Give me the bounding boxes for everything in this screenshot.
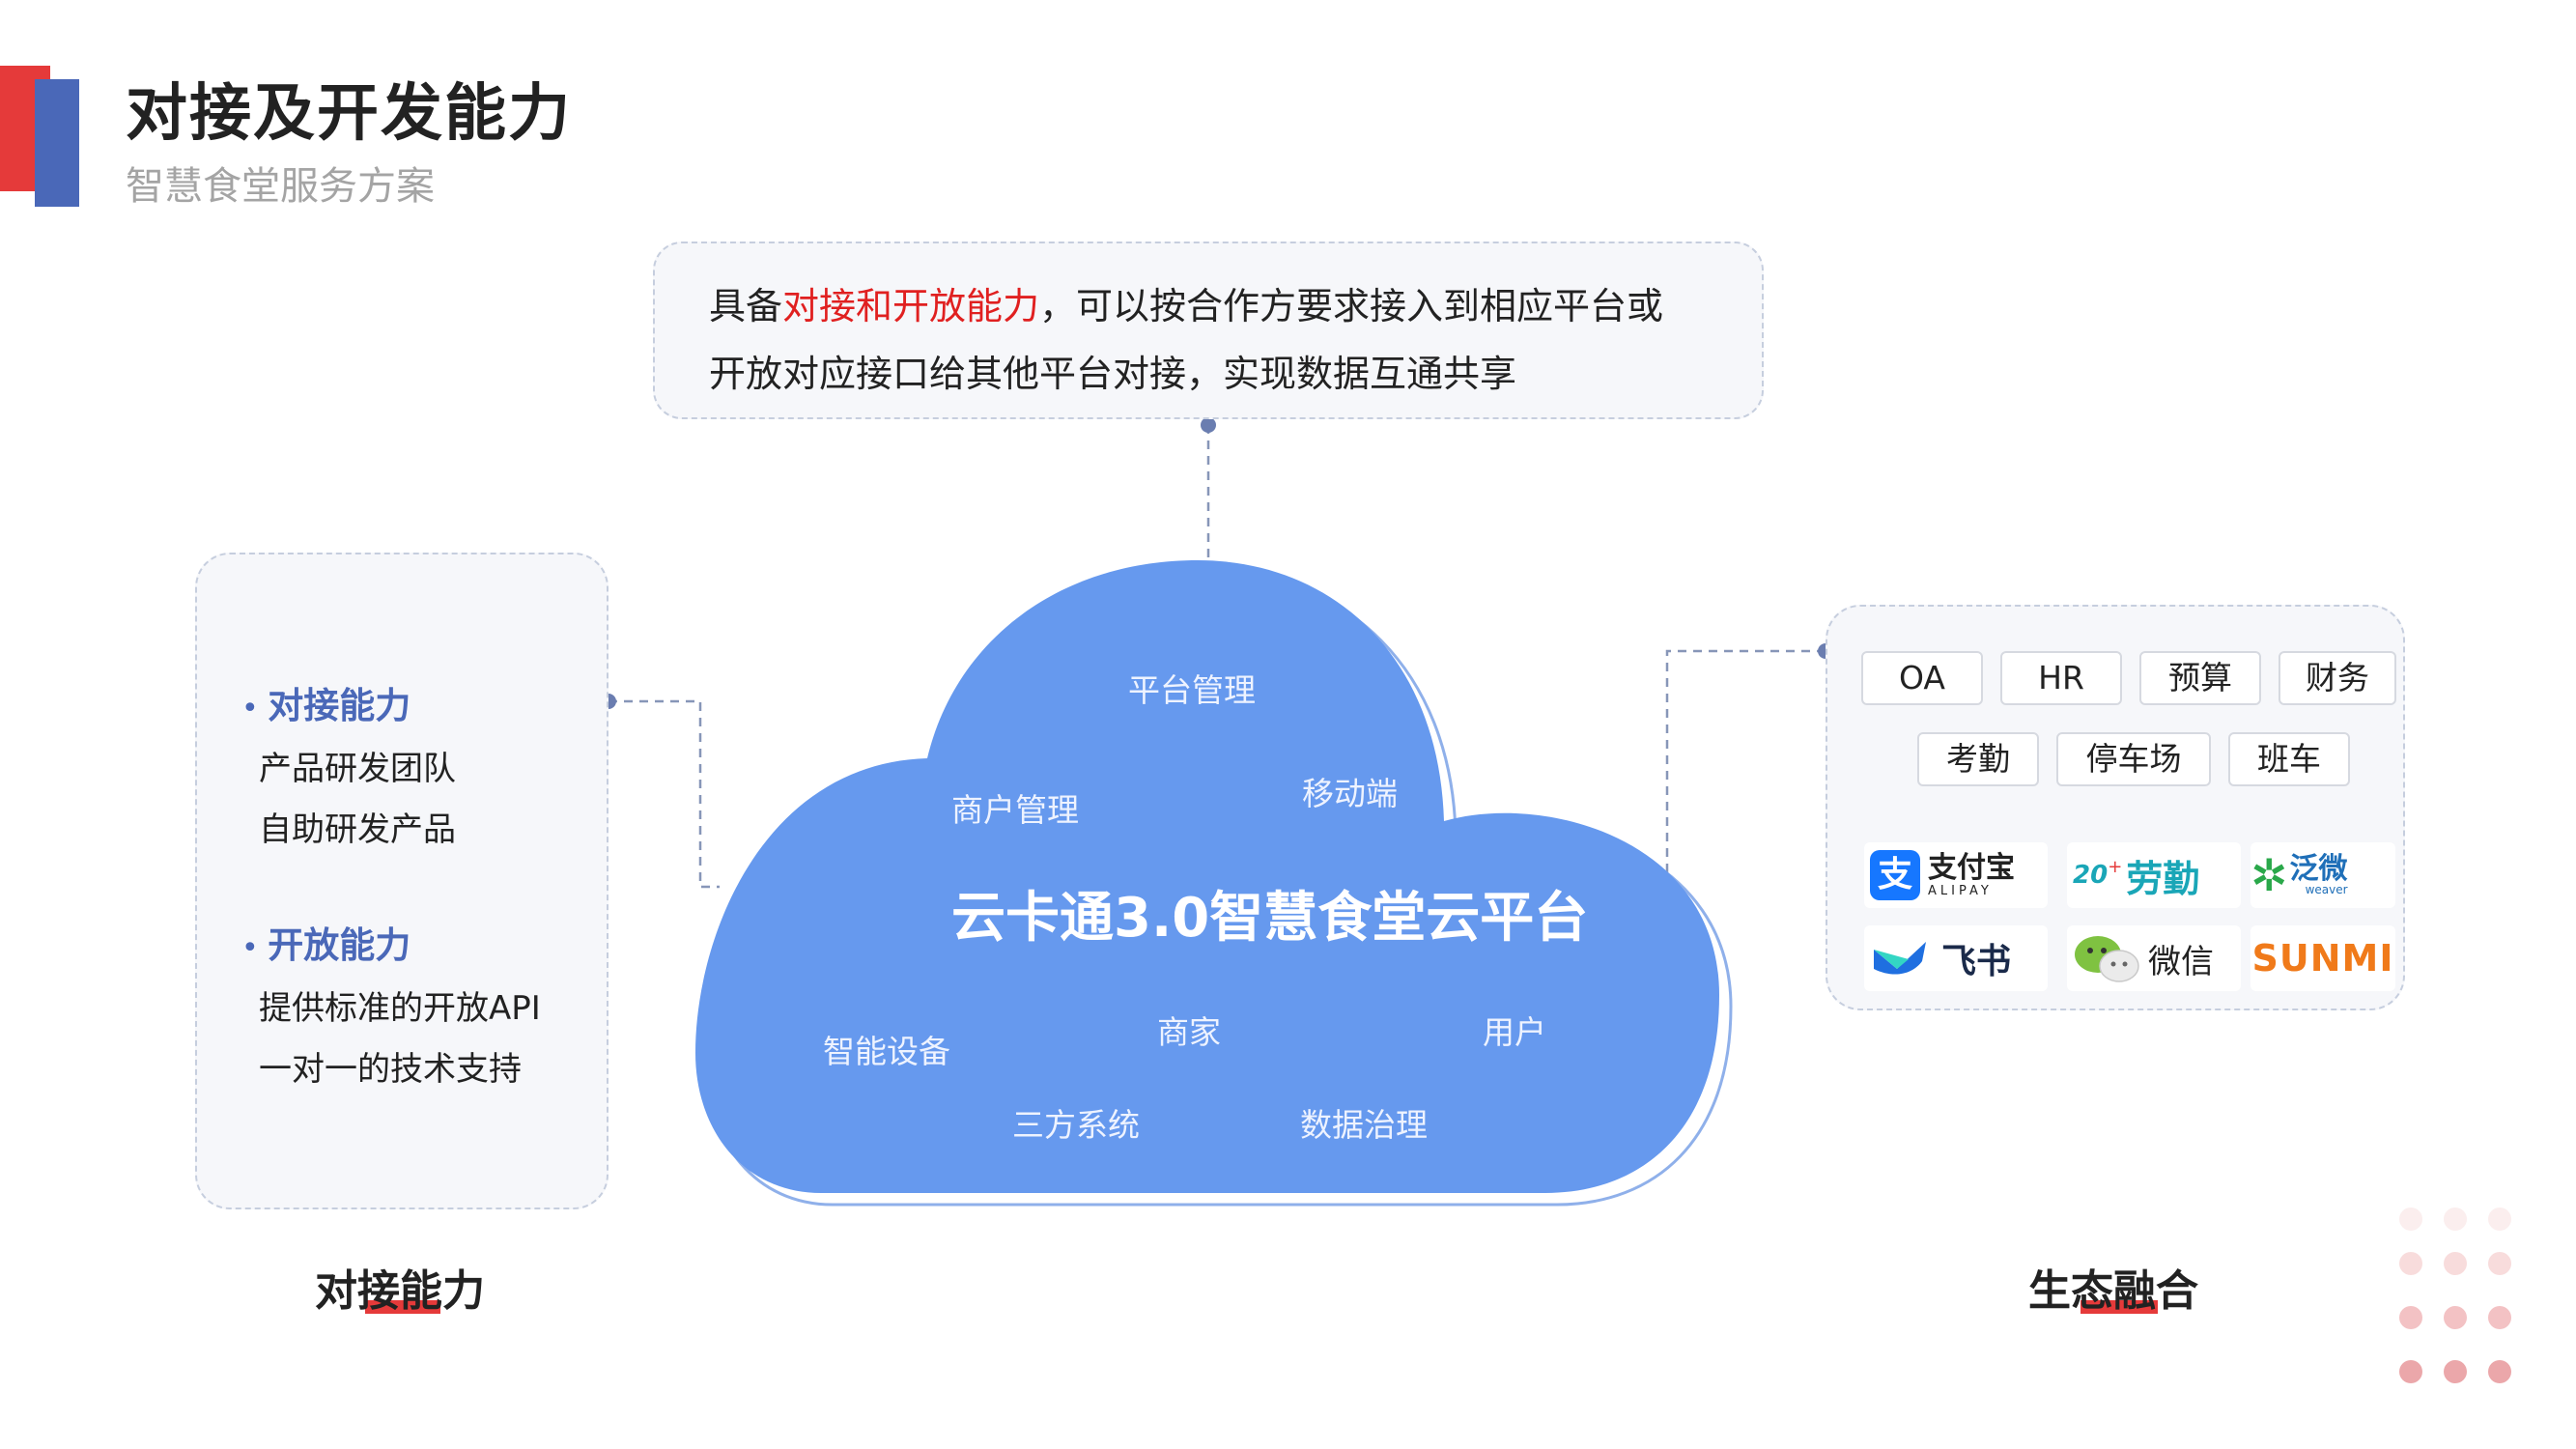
- tag-parking: 停车场: [2056, 732, 2211, 786]
- section-line: 提供标准的开放API: [259, 989, 541, 1028]
- wechat-icon: [2075, 936, 2139, 982]
- bullet-icon: •: [241, 931, 269, 965]
- cloud-label: 移动端: [1302, 775, 1398, 812]
- decor-dot: [2399, 1252, 2422, 1275]
- decor-dot: [2444, 1360, 2467, 1383]
- capability-section-open: • 开放能力 提供标准的开放API 一对一的技术支持: [241, 916, 541, 1090]
- caption-underline-left: [365, 1300, 440, 1314]
- cloud-body: [695, 560, 1719, 1193]
- section-line: 产品研发团队: [259, 750, 456, 788]
- section-line: 自助研发产品: [259, 810, 456, 849]
- cloud-label: 三方系统: [1012, 1106, 1140, 1144]
- decor-dot: [2488, 1208, 2511, 1231]
- description-line-1: 具备对接和开放能力，可以按合作方要求接入到相应平台或: [709, 285, 1664, 327]
- connector-top-dot: [1201, 417, 1216, 433]
- tag-oa: OA: [1861, 651, 1983, 705]
- bullet-icon: •: [241, 692, 269, 725]
- header-accent-blue: [35, 79, 79, 207]
- fanwei-logo: ✲ 泛微 weaver: [2250, 842, 2395, 908]
- cloud-shape: [695, 560, 1733, 1207]
- wechat-logo: 微信: [2067, 925, 2241, 991]
- alipay-icon: 支: [1870, 850, 1920, 900]
- cloud-label: 用户: [1483, 1013, 1546, 1051]
- description-line-2: 开放对应接口给其他平台对接，实现数据互通共享: [709, 353, 1517, 395]
- decor-dot: [2488, 1306, 2511, 1329]
- cloud-label: 智能设备: [823, 1033, 950, 1070]
- section-line: 一对一的技术支持: [259, 1050, 522, 1089]
- decor-dot: [2488, 1252, 2511, 1275]
- tag-hr: HR: [2000, 651, 2122, 705]
- alipay-logo: 支 支付宝 ALIPAY: [1864, 842, 2048, 908]
- decor-dot: [2444, 1306, 2467, 1329]
- feishu-logo: 飞书: [1864, 925, 2048, 991]
- description-highlight: 对接和开放能力: [782, 285, 1040, 327]
- plus-icon: +: [2108, 856, 2123, 877]
- tag-budget: 预算: [2139, 651, 2261, 705]
- decor-dot: [2488, 1360, 2511, 1383]
- decor-dot: [2399, 1306, 2422, 1329]
- connector-left: [609, 699, 720, 889]
- caption-left: 对接能力: [315, 1266, 485, 1316]
- decor-dot: [2444, 1208, 2467, 1231]
- description-box: 具备对接和开放能力，可以按合作方要求接入到相应平台或 开放对应接口给其他平台对接…: [653, 242, 1764, 419]
- cloud-label: 商家: [1157, 1013, 1221, 1051]
- weaver-icon: ✲: [2250, 849, 2288, 901]
- tag-finance: 财务: [2279, 651, 2396, 705]
- sunmi-logo: SUNMI: [2250, 925, 2395, 991]
- cloud-title: 云卡通3.0智慧食堂云平台: [951, 887, 1589, 950]
- cloud-label: 数据治理: [1300, 1106, 1428, 1144]
- section-title: 开放能力: [268, 924, 411, 966]
- page-subtitle: 智慧食堂服务方案: [126, 164, 435, 209]
- cloud-label: 商户管理: [951, 791, 1079, 829]
- laoqin-logo: 20 + 劳勤: [2067, 842, 2241, 908]
- section-title: 对接能力: [268, 685, 411, 726]
- tag-attendance: 考勤: [1917, 732, 2039, 786]
- decor-dot: [2399, 1208, 2422, 1231]
- connector-right: [1665, 649, 1826, 874]
- cloud-label: 平台管理: [1128, 671, 1256, 709]
- feishu-icon: [1874, 942, 1926, 975]
- page-title: 对接及开发能力: [126, 78, 572, 150]
- decor-dot: [2399, 1360, 2422, 1383]
- tag-shuttle: 班车: [2228, 732, 2350, 786]
- capability-section-integration: • 对接能力 产品研发团队 自助研发产品: [241, 676, 456, 850]
- caption-underline-right: [2081, 1300, 2158, 1314]
- decor-dot: [2444, 1252, 2467, 1275]
- caption-right: 生态融合: [2028, 1266, 2198, 1316]
- capability-panel: [195, 553, 609, 1209]
